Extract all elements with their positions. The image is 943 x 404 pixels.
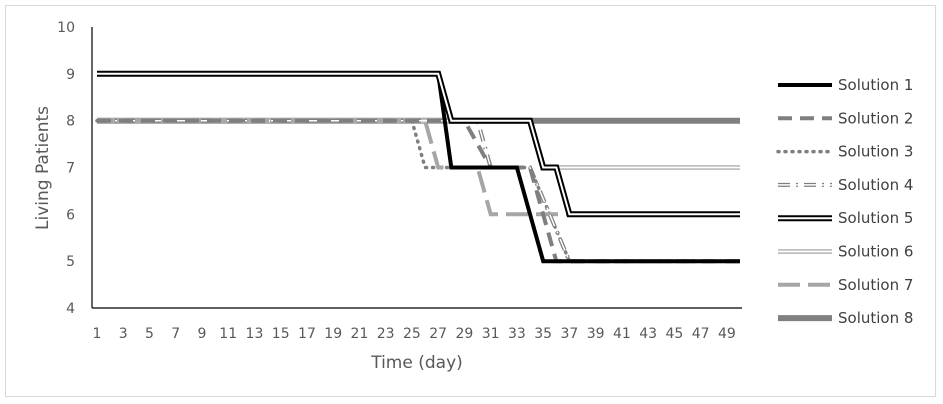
y-tick-label: 8 [66, 114, 75, 130]
series-solution-6 [97, 118, 740, 170]
legend-label-solution-7: Solution 7 [838, 276, 913, 294]
legend-item-solution-8: Solution 8 [778, 309, 913, 327]
legend-item-solution-4: Solution 4 [778, 176, 913, 194]
legend-item-solution-2: Solution 2 [778, 109, 913, 127]
legend-item-solution-1: Solution 1 [778, 76, 913, 94]
legend-label-solution-2: Solution 2 [838, 109, 913, 127]
legend-item-solution-3: Solution 3 [776, 143, 913, 161]
x-tick-label: 47 [692, 326, 710, 342]
legend-item-solution-5: Solution 5 [778, 209, 913, 227]
x-tick-label: 25 [403, 326, 421, 342]
series-line-solution-3 [95, 118, 742, 263]
x-tick-label: 7 [171, 326, 180, 342]
legend-label-solution-6: Solution 6 [838, 243, 913, 261]
y-tick-label: 9 [66, 67, 75, 83]
legend-item-solution-7: Solution 7 [778, 276, 913, 294]
y-tick-label: 10 [57, 20, 75, 36]
y-tick-label: 4 [66, 301, 75, 317]
x-tick-label: 15 [272, 326, 290, 342]
y-axis-title: Living Patients [33, 106, 53, 230]
series-line-solution-5-inner [97, 72, 740, 216]
legend-label-solution-1: Solution 1 [838, 76, 913, 94]
x-tick-label: 43 [639, 326, 657, 342]
x-tick-label: 23 [377, 326, 395, 342]
x-tick-label: 21 [351, 326, 369, 342]
x-tick-label: 29 [456, 326, 474, 342]
x-tick-label: 19 [324, 326, 342, 342]
y-tick-label: 6 [66, 207, 75, 223]
legend-label-solution-3: Solution 3 [838, 143, 913, 161]
x-tick-label: 45 [665, 326, 683, 342]
x-tick-label: 9 [198, 326, 207, 342]
x-tick-label: 49 [718, 326, 736, 342]
series-line-solution-6-inner [97, 119, 740, 169]
y-tick-label: 7 [66, 161, 75, 177]
x-tick-label: 37 [560, 326, 578, 342]
series-layer [95, 70, 742, 264]
series-line-solution-5 [97, 70, 740, 218]
y-tick-label: 5 [66, 254, 75, 270]
legend-item-solution-6: Solution 6 [778, 243, 913, 261]
x-tick-label: 5 [145, 326, 154, 342]
x-axis-title: Time (day) [370, 353, 463, 373]
x-tick-label: 41 [613, 326, 631, 342]
legend-label-solution-4: Solution 4 [838, 176, 913, 194]
series-solution-3 [95, 118, 742, 263]
legend: Solution 1 Solution 2 Solution 3 Solution 4… [776, 76, 913, 327]
x-tick-label: 35 [534, 326, 552, 342]
x-tick-label: 1 [93, 326, 102, 342]
x-tick-label: 11 [219, 326, 237, 342]
series-solution-5 [97, 70, 740, 218]
x-tick-label: 17 [298, 326, 316, 342]
x-tick-label: 3 [119, 326, 128, 342]
legend-label-solution-5: Solution 5 [838, 209, 913, 227]
chart-frame [5, 5, 936, 397]
x-tick-label: 33 [508, 326, 526, 342]
x-tick-label: 27 [429, 326, 447, 342]
x-tick-label: 13 [246, 326, 264, 342]
x-tick-label: 39 [587, 326, 605, 342]
series-line-solution-6 [97, 118, 740, 170]
legend-label-solution-8: Solution 8 [838, 309, 913, 327]
x-tick-label: 31 [482, 326, 500, 342]
